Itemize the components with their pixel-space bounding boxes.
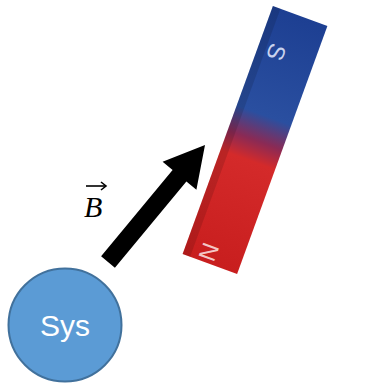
node-text: Sys [40,309,90,342]
system-circle: Sys [7,267,123,383]
field-arrow [101,145,205,268]
bar-magnet [183,6,328,274]
vector-accent [86,182,106,190]
field-symbol: B [84,192,102,222]
